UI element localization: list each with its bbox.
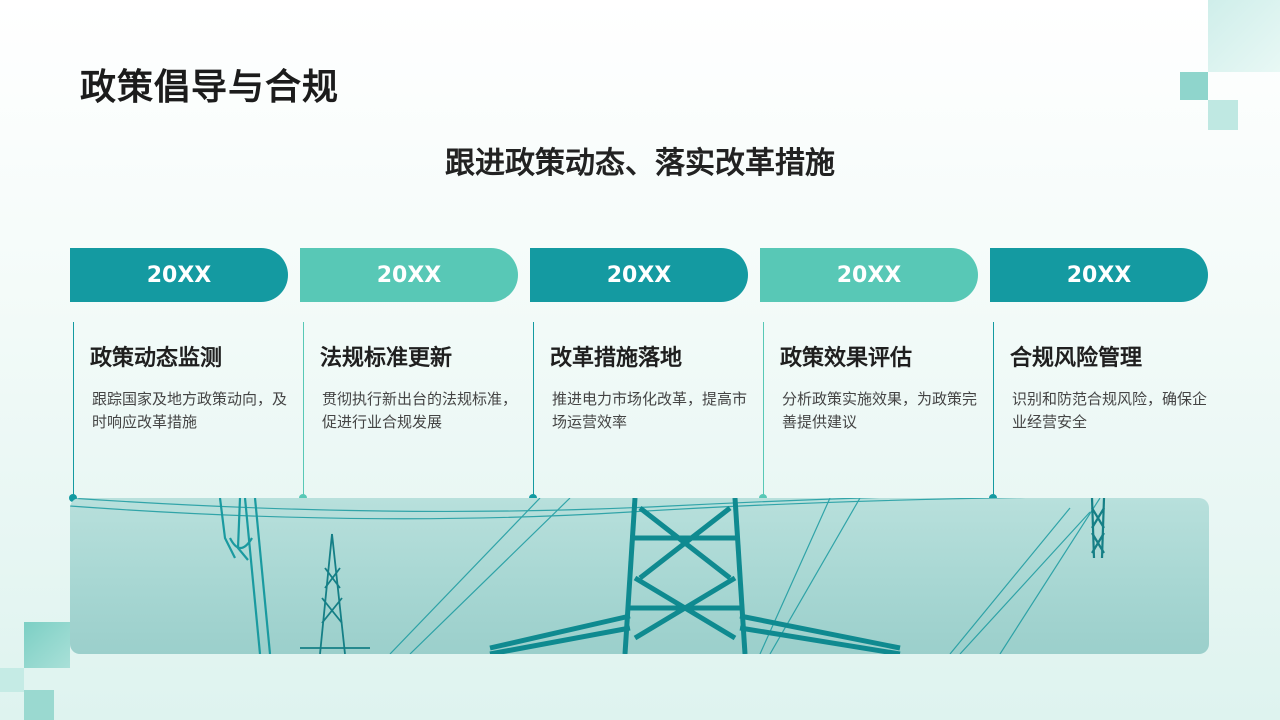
decor-square bbox=[1208, 0, 1280, 72]
power-tower-photo bbox=[70, 498, 1209, 654]
timeline-item-desc: 跟踪国家及地方政策动向，及时响应改革措施 bbox=[92, 390, 288, 431]
timeline-connector bbox=[533, 322, 534, 498]
timeline-item-title: 改革措施落地 bbox=[550, 346, 683, 371]
timeline-item-title: 政策效果评估 bbox=[780, 346, 913, 371]
page-title: 政策倡导与合规 bbox=[80, 67, 340, 108]
page-subtitle: 跟进政策动态、落实改革措施 bbox=[445, 146, 835, 181]
timeline-item-desc: 贯彻执行新出台的法规标准，促进行业合规发展 bbox=[322, 390, 518, 431]
timeline-year-badge: 20XX bbox=[300, 248, 518, 302]
power-tower-illustration bbox=[70, 498, 1106, 654]
timeline-connector bbox=[993, 322, 994, 498]
timeline-item-title: 政策动态监测 bbox=[90, 346, 223, 371]
timeline-connector bbox=[73, 322, 74, 498]
timeline-item-desc: 推进电力市场化改革，提高市场运营效率 bbox=[552, 390, 748, 431]
decor-square bbox=[0, 668, 24, 692]
timeline-connector bbox=[763, 322, 764, 498]
timeline-year-badge: 20XX bbox=[760, 248, 978, 302]
timeline-year-badge: 20XX bbox=[70, 248, 288, 302]
timeline-item-desc: 识别和防范合规风险，确保企业经营安全 bbox=[1012, 390, 1208, 431]
timeline-item-title: 合规风险管理 bbox=[1010, 346, 1143, 371]
timeline-connector bbox=[303, 322, 304, 498]
timeline-year-badge: 20XX bbox=[990, 248, 1208, 302]
timeline-item-desc: 分析政策实施效果，为政策完善提供建议 bbox=[782, 390, 978, 431]
timeline-year-badge: 20XX bbox=[530, 248, 748, 302]
decor-square bbox=[24, 622, 70, 668]
decor-square bbox=[1180, 72, 1208, 100]
decor-square bbox=[24, 690, 54, 720]
timeline-item-title: 法规标准更新 bbox=[320, 346, 453, 371]
decor-square bbox=[1208, 100, 1238, 130]
